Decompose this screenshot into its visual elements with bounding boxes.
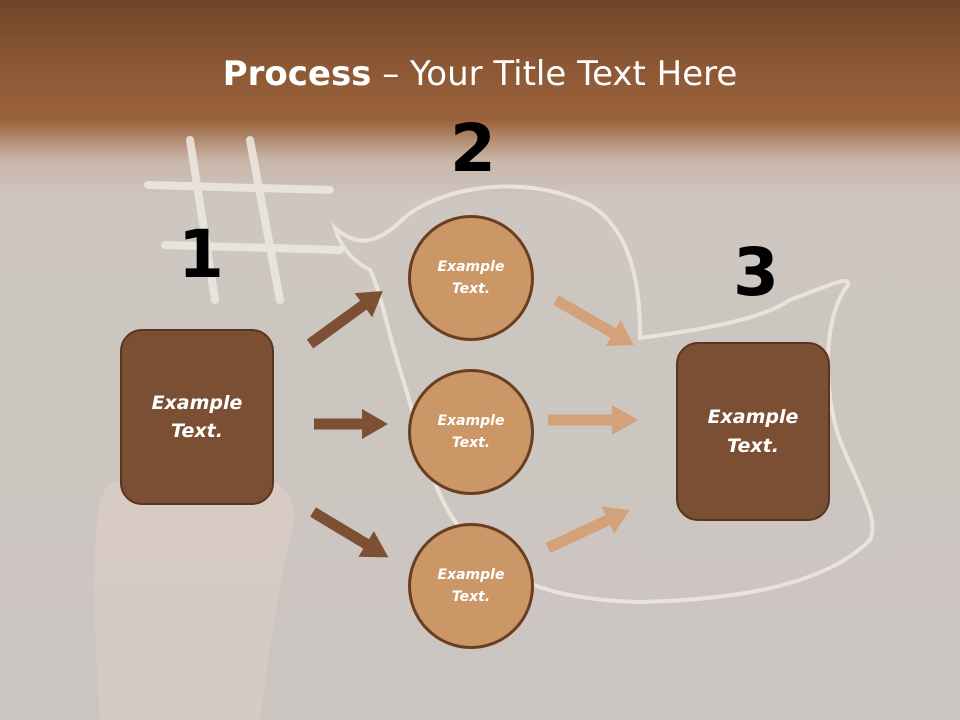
dark-arrows: [306, 291, 389, 558]
step-3-box: Example Text.: [676, 342, 830, 521]
arrow-circle-3-to-right: [545, 506, 630, 553]
step-number-2: 2: [450, 110, 496, 187]
hashtag-chalk-drawing: [144, 136, 344, 304]
title-bold: Process: [222, 54, 372, 94]
step-1-box: Example Text.: [120, 329, 274, 505]
circle-3-text: Example Text.: [437, 566, 505, 605]
circle-2-text: Example Text.: [437, 412, 505, 451]
arrow-left-to-circle-2: [314, 409, 388, 439]
arrow-left-to-circle-1: [306, 291, 383, 349]
step-2-circle-2: Example Text.: [408, 369, 534, 495]
arrow-circle-1-to-right: [553, 295, 634, 346]
step-1-text: Example Text.: [151, 391, 243, 443]
circle-1-text: Example Text.: [437, 258, 505, 297]
step-2-circle-3: Example Text.: [408, 523, 534, 649]
step-3-text: Example Text.: [707, 406, 799, 457]
step-2-circle-1: Example Text.: [408, 215, 534, 341]
hand-image: [94, 480, 294, 720]
slide-title: Process – Your Title Text Here: [0, 54, 960, 94]
step-number-3: 3: [733, 234, 779, 311]
title-rest: – Your Title Text Here: [371, 54, 738, 94]
light-arrows: [545, 295, 638, 553]
arrow-left-to-circle-3: [310, 507, 389, 558]
arrow-circle-2-to-right: [548, 405, 638, 435]
step-number-1: 1: [178, 216, 224, 293]
